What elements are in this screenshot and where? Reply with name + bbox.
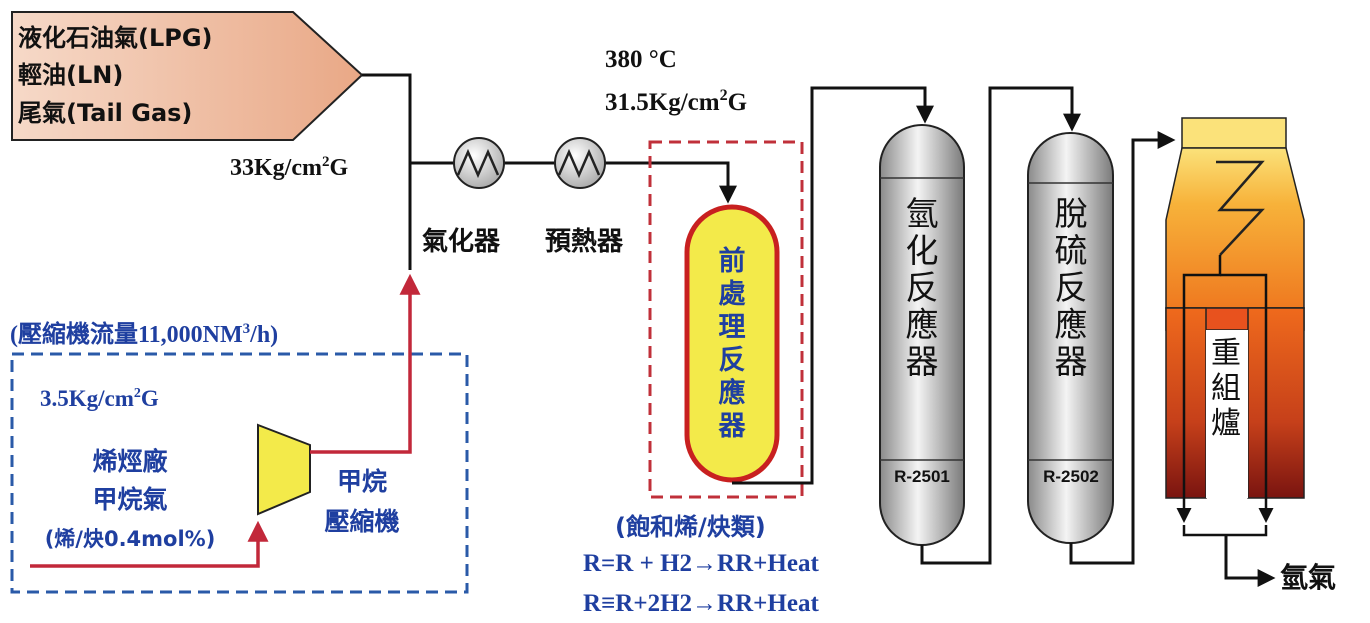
svg-text:重: 重 (1211, 336, 1241, 371)
svg-text:器: 器 (1055, 342, 1088, 381)
preheater-label: 預熱器 (545, 227, 624, 257)
feed-block (11, 11, 364, 141)
svg-text:硫: 硫 (1055, 231, 1088, 270)
svg-text:器: 器 (718, 411, 747, 442)
temperature-label: 380 °C (605, 46, 677, 73)
svg-text:反: 反 (906, 268, 939, 307)
reactor1-tag: R-2501 (894, 467, 950, 486)
r1-to-r2-line (920, 86, 1081, 565)
reactor2-tag: R-2502 (1043, 467, 1099, 486)
svg-text:組: 組 (1211, 371, 1241, 406)
pretreatment-boundary (648, 140, 804, 499)
methane-outlet-line (310, 273, 421, 454)
source-plant: 烯烴廠 (92, 447, 168, 476)
svg-text:應: 應 (719, 377, 746, 409)
feed-lpg: 液化石油氣(LPG) (18, 24, 213, 52)
methane-inlet-line (30, 520, 269, 568)
reactor2-label: 脫 硫 反 應 器 (1055, 194, 1088, 381)
main-pressure-label: 33Kg/cm2G (230, 154, 348, 181)
reaction-2: R≡R+2H2→RR+Heat (583, 590, 819, 617)
pretreatment-reactor (684, 204, 780, 483)
reformer-label: 重 組 爐 (1211, 336, 1241, 441)
reaction-1: R=R + H2→RR+Heat (583, 550, 819, 577)
pretreatment-label: 前 處 理 反 應 器 (718, 245, 747, 442)
svg-text:爐: 爐 (1211, 406, 1241, 441)
vaporizer-label: 氣化器 (422, 226, 501, 257)
svg-text:應: 應 (1055, 305, 1088, 344)
product-hydrogen: 氫氣 (1280, 561, 1336, 594)
svg-text:理: 理 (719, 312, 746, 343)
svg-text:化: 化 (906, 231, 939, 270)
preheater-exchanger-icon (554, 137, 606, 189)
svg-text:反: 反 (719, 345, 746, 376)
svg-text:處: 處 (719, 279, 746, 310)
reaction-title: (飽和烯/炔類) (615, 513, 766, 541)
header-line (410, 161, 737, 204)
feed-tail-gas: 尾氣(Tail Gas) (18, 99, 192, 127)
svg-text:前: 前 (719, 245, 746, 277)
reformer-furnace (1165, 117, 1305, 587)
svg-text:氫: 氫 (906, 194, 939, 233)
inlet-pressure-label: 31.5Kg/cm2G (605, 87, 747, 116)
svg-text:器: 器 (906, 342, 939, 381)
svg-text:脫: 脫 (1055, 194, 1088, 233)
r2-to-reformer-line (1069, 131, 1176, 565)
compressor-inlet-pressure: 3.5Kg/cm2G (40, 386, 159, 411)
svg-text:應: 應 (906, 305, 939, 344)
compressor-flow-label: (壓縮機流量11,000NM3/h) (10, 320, 278, 348)
pretreat-outlet-line (732, 86, 934, 485)
compressor-boundary (10, 352, 469, 594)
reactor1-label: 氫 化 反 應 器 (906, 194, 939, 381)
feed-ln: 輕油(LN) (18, 61, 123, 89)
methane-compressor-icon (257, 423, 311, 516)
source-composition: (烯/炔0.4mol%) (45, 527, 216, 551)
compressor-label-1: 甲烷 (337, 467, 387, 496)
feed-line (362, 73, 412, 270)
compressor-label-2: 壓縮機 (324, 507, 399, 536)
source-gas: 甲烷氣 (92, 485, 167, 514)
svg-text:反: 反 (1055, 268, 1088, 307)
vaporizer-exchanger-icon (453, 137, 505, 189)
